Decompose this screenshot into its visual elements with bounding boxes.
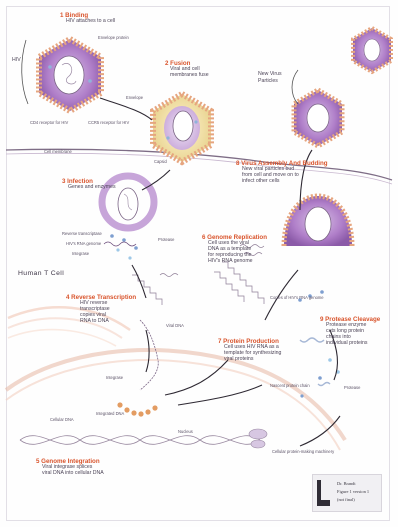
envelope-label: Envelope (126, 96, 143, 101)
reverse-transcriptase-label: Reverse transcriptase (62, 232, 102, 237)
step-7-text-3: viral proteins (224, 357, 253, 363)
integrated-dna-label: Integrated DNA (96, 412, 124, 417)
figure-badge: Dr. Brandt Figure 1 version 1 (not final… (312, 474, 382, 512)
human-t-cell-label: Human T Cell (18, 270, 64, 278)
cell-membrane-label: Cell membrane (44, 150, 72, 155)
ribosome-machinery (249, 429, 267, 448)
nucleus-envelope (6, 350, 345, 440)
envelope-protein-label: Envelope protein (98, 36, 129, 41)
copies-rna-genome-label: Copies of HIV's RNA genome (270, 296, 324, 301)
coreceptor-label: CCR5 receptor for HIV (88, 121, 129, 126)
badge-line-1: Dr. Brandt (337, 481, 356, 486)
new-virion-1 (294, 90, 342, 146)
step-8-text-3: infect other cells (242, 179, 279, 185)
step-4-text-4: RNA to DNA (80, 319, 109, 325)
budding-virion (284, 196, 352, 246)
cellular-dna-label: Cellular DNA (50, 418, 74, 423)
cellular-dna-helix (20, 436, 260, 445)
bracket (292, 70, 298, 104)
protein-chain-2 (318, 383, 330, 386)
step-3-text: Genes and enzymes (68, 185, 116, 191)
step-1-text: HIV attaches to a cell (66, 19, 115, 25)
step-9-text-4: individual proteins (326, 341, 368, 347)
cd4-receptor-label: CD4 receptor for HIV (30, 121, 68, 126)
badge-line-3: (not final) (337, 497, 355, 502)
integrase-label: Integrase (72, 252, 89, 257)
hiv-virion-1 (39, 39, 101, 111)
cellular-machinery-label: Cellular protein-making machinery (272, 450, 334, 455)
nucleus-envelope-2 (6, 360, 340, 450)
protein-chain (300, 338, 324, 342)
capsid-label: Capsid (154, 160, 167, 165)
step-5-text-2: viral DNA into cellular DNA (42, 471, 104, 477)
hiv-rna-genome-label: HIV's RNA genome (66, 242, 101, 247)
bracket-2 (22, 40, 28, 104)
nucleus-label: Nucleus (178, 430, 193, 435)
new-virus-label-2: Particles (258, 79, 278, 85)
new-virion-2 (353, 28, 391, 72)
figure-logo (317, 480, 330, 506)
er-membrane-3 (8, 330, 116, 346)
viral-dna-label: Viral DNA (166, 324, 184, 329)
protease-label: Protease (158, 238, 174, 243)
step-6-text-4: HIV's RNA genome (208, 259, 253, 265)
protease-label-2: Protease (344, 386, 360, 391)
badge-line-2: Figure 1 version 1 (337, 489, 369, 494)
hiv-label: HIV (12, 58, 21, 64)
viral-rna (104, 242, 136, 246)
enzymes (110, 234, 138, 259)
integrase-label-2: Integrase (106, 376, 123, 381)
step-2-text-2: membranes fuse (170, 73, 209, 79)
nascent-protein-label: Nascent protein chain (270, 384, 310, 389)
